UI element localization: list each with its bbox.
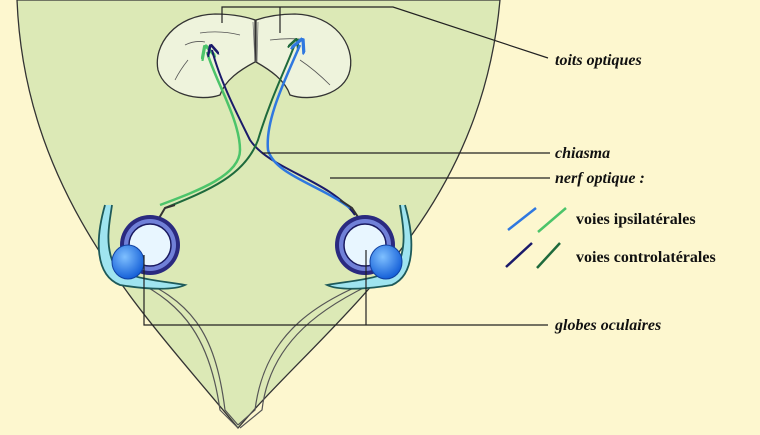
right-eye-socket: [324, 204, 413, 290]
leader-lines: [143, 6, 550, 326]
label-nerf-optique: nerf optique :: [555, 170, 645, 187]
contro-green-pathway: [164, 44, 295, 209]
legend-contro-swatches: [505, 242, 561, 269]
legend-ipsilateral: voies ipsilatérales: [576, 211, 696, 228]
label-globes-oculaires: globes oculaires: [555, 317, 662, 334]
legend-contralateral: voies controlatérales: [576, 249, 716, 266]
legend-ipsi-swatches: [507, 207, 567, 233]
label-toits-optiques: toits optiques: [555, 52, 642, 69]
right-eyeball: [335, 215, 403, 280]
label-chiasma: chiasma: [555, 145, 611, 162]
left-eyeball: [111, 215, 180, 280]
left-eye-socket: [97, 204, 188, 290]
ipsi-green-pathway: [159, 52, 242, 207]
ipsi-blue-pathway: [266, 45, 351, 209]
contro-navy-pathway: [212, 50, 356, 216]
lower-nerves: [129, 274, 386, 429]
